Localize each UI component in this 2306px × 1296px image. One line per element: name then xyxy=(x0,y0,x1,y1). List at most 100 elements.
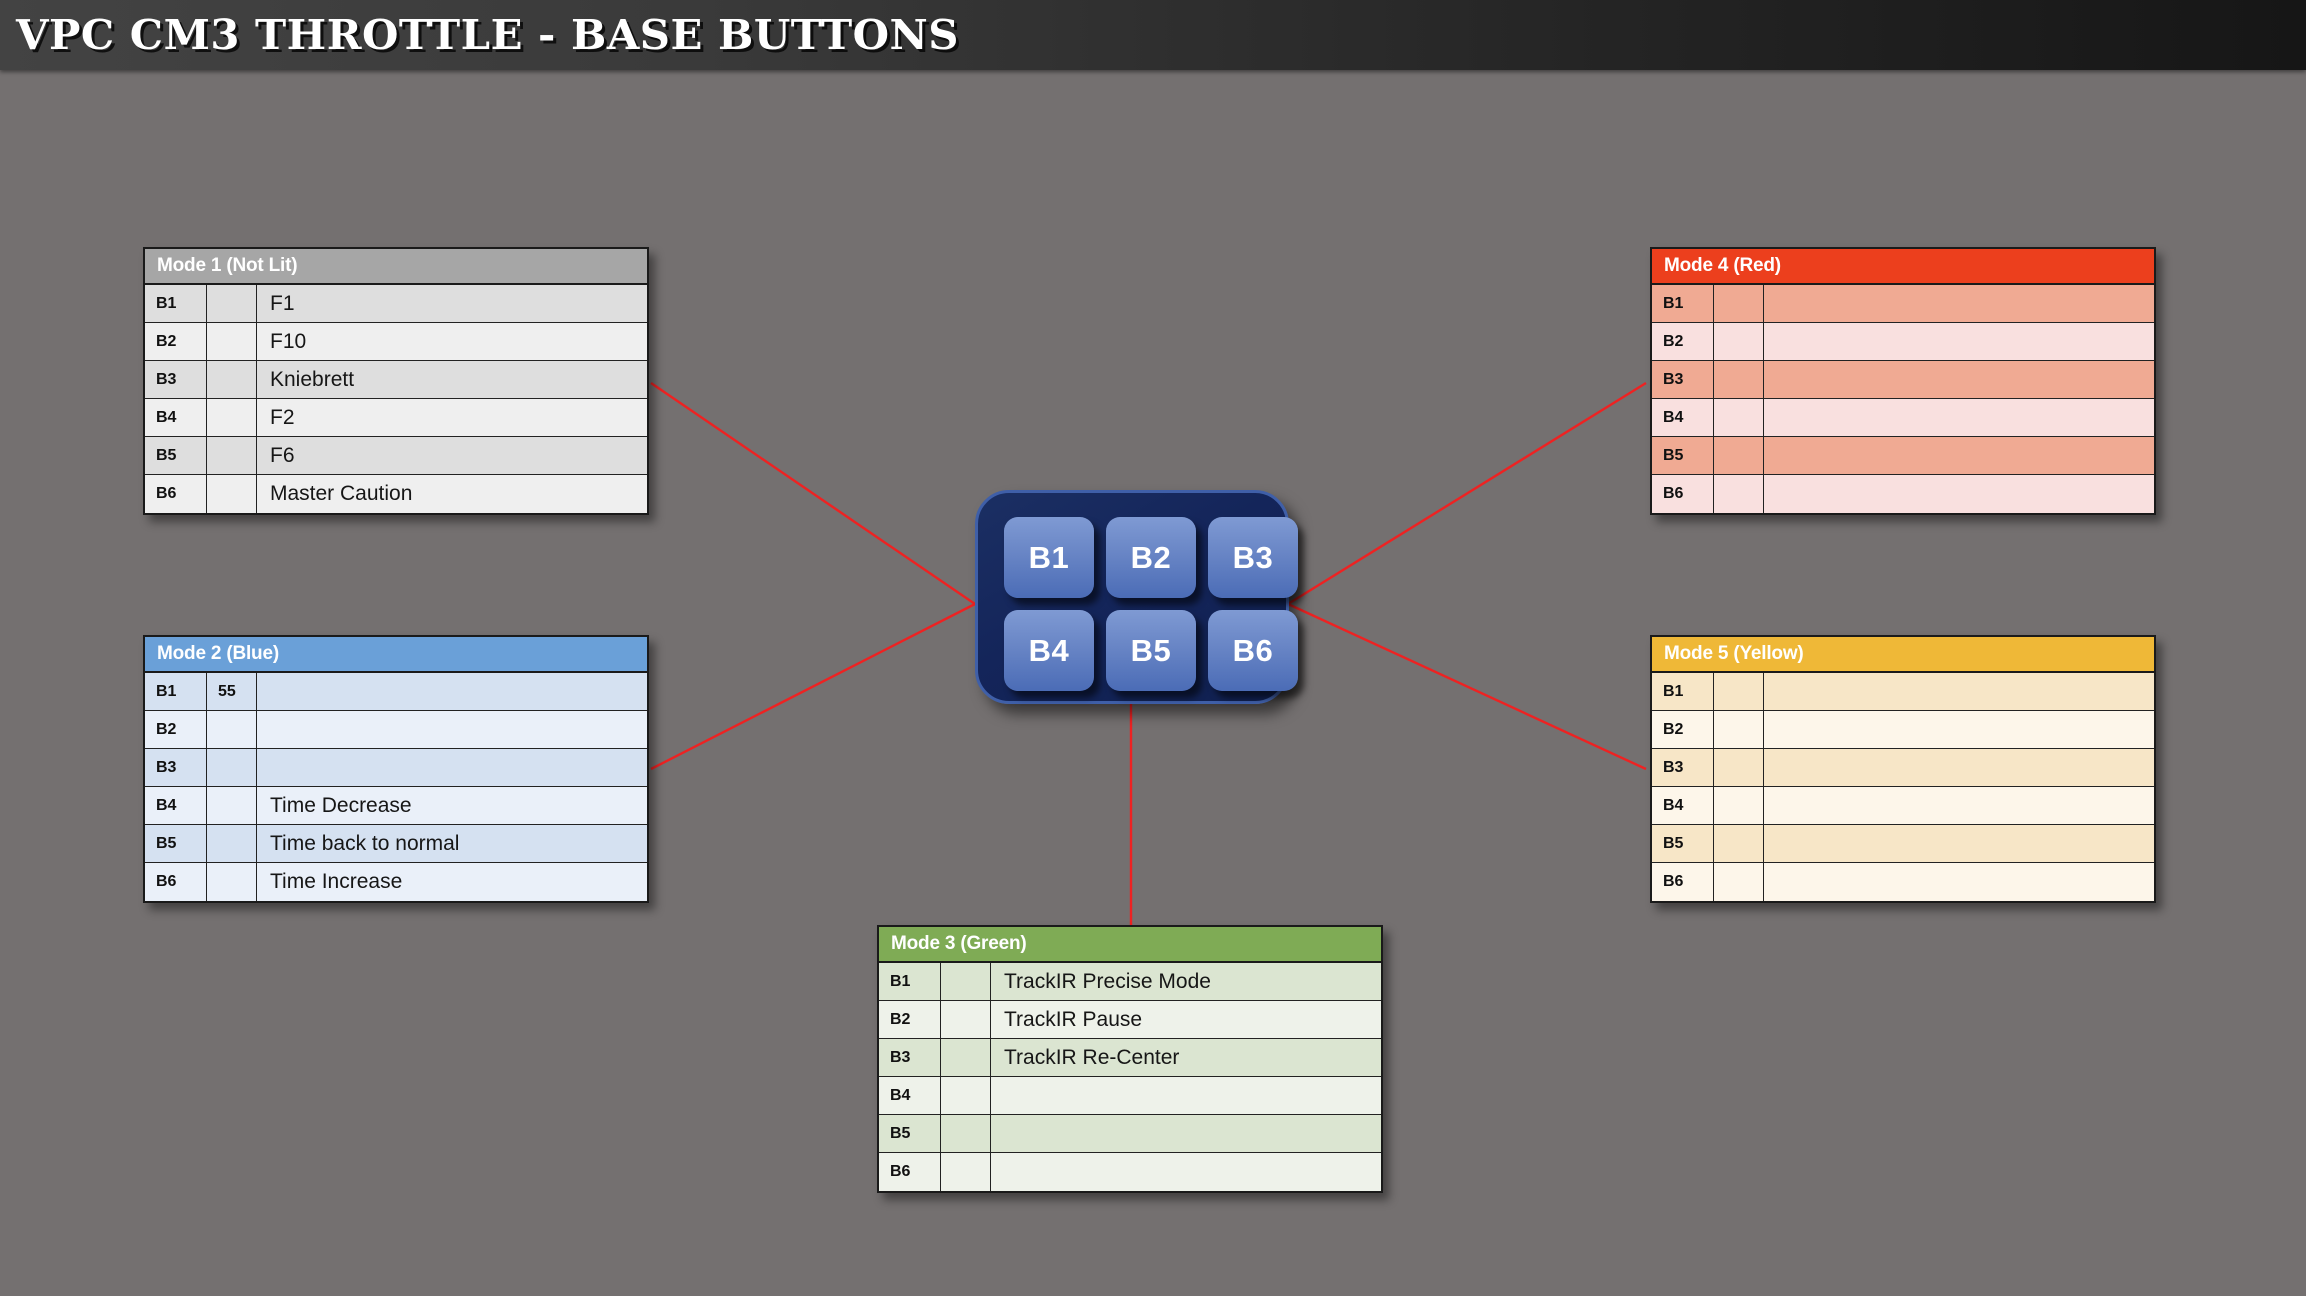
table-row: B4 xyxy=(1652,787,2154,825)
row-action-cell xyxy=(1764,711,2154,748)
row-action-cell xyxy=(1764,673,2154,710)
row-button-label: B4 xyxy=(1652,399,1714,436)
row-modifier-cell xyxy=(207,285,257,322)
row-modifier-cell xyxy=(207,361,257,398)
row-action-cell xyxy=(1764,863,2154,901)
row-modifier-cell xyxy=(207,475,257,513)
row-action-cell: Master Caution xyxy=(270,482,413,505)
row-button-label: B4 xyxy=(145,399,207,436)
row-modifier-cell xyxy=(207,825,257,862)
row-button-label: B5 xyxy=(145,825,207,862)
table-row: B6 xyxy=(879,1153,1381,1191)
table-row: B2 xyxy=(1652,323,2154,361)
row-action-cell: F1 xyxy=(270,291,295,315)
table-row: B5 xyxy=(1652,437,2154,475)
page-title: VPC CM3 THROTTLE - BASE BUTTONS xyxy=(16,11,959,59)
table-row: B1 xyxy=(1652,285,2154,323)
row-action-cell xyxy=(991,1153,1381,1191)
table-row: B3 Kniebrett xyxy=(145,361,647,399)
row-button-label: B2 xyxy=(1652,711,1714,748)
row-action-cell xyxy=(257,711,647,748)
table-row: B2 xyxy=(1652,711,2154,749)
row-button-label: B6 xyxy=(1652,863,1714,901)
throttle-button-b1[interactable]: B1 xyxy=(1004,517,1094,598)
table-row: B2 TrackIR Pause xyxy=(879,1001,1381,1039)
row-button-label: B3 xyxy=(1652,361,1714,398)
table-row: B3 xyxy=(1652,361,2154,399)
row-button-label: B1 xyxy=(145,285,207,322)
row-button-label: B3 xyxy=(145,361,207,398)
row-button-label: B1 xyxy=(145,673,207,710)
row-modifier-cell xyxy=(941,963,991,1000)
row-action-cell: F6 xyxy=(270,443,295,467)
row-modifier-cell xyxy=(1714,285,1764,322)
row-action-cell: F10 xyxy=(270,329,307,353)
row-action-cell: TrackIR Pause xyxy=(1004,1007,1143,1031)
row-modifier-cell xyxy=(207,323,257,360)
mode-table-header: Mode 1 (Not Lit) xyxy=(145,249,647,285)
row-modifier-cell xyxy=(941,1077,991,1114)
row-action-cell: TrackIR Re-Center xyxy=(1004,1045,1180,1069)
row-action-cell xyxy=(1764,825,2154,862)
throttle-button-b4[interactable]: B4 xyxy=(1004,610,1094,691)
row-button-label: B6 xyxy=(145,863,207,901)
throttle-button-b5[interactable]: B5 xyxy=(1106,610,1196,691)
row-modifier-cell xyxy=(1714,711,1764,748)
table-row: B6 xyxy=(1652,863,2154,901)
connector-mode-2 xyxy=(650,602,976,771)
table-row: B4 xyxy=(1652,399,2154,437)
row-action-cell: Kniebrett xyxy=(270,367,355,391)
mode-table-header: Mode 3 (Green) xyxy=(879,927,1381,963)
row-modifier-cell xyxy=(941,1001,991,1038)
mode-table-header: Mode 5 (Yellow) xyxy=(1652,637,2154,673)
row-action-cell xyxy=(991,1115,1381,1152)
table-row: B5 F6 xyxy=(145,437,647,475)
row-button-label: B1 xyxy=(1652,673,1714,710)
table-row: B6 xyxy=(1652,475,2154,513)
row-action-cell xyxy=(1764,437,2154,474)
row-modifier-cell xyxy=(941,1153,991,1191)
row-button-label: B2 xyxy=(879,1001,941,1038)
table-row: B1 xyxy=(1652,673,2154,711)
row-action-cell xyxy=(1764,787,2154,824)
row-modifier-cell xyxy=(1714,673,1764,710)
row-action-cell: Time Decrease xyxy=(270,793,412,817)
row-button-label: B6 xyxy=(879,1153,941,1191)
row-action-cell: F2 xyxy=(270,405,295,429)
row-button-label: B5 xyxy=(145,437,207,474)
row-button-label: B4 xyxy=(879,1077,941,1114)
throttle-button-b2[interactable]: B2 xyxy=(1106,517,1196,598)
row-button-label: B3 xyxy=(879,1039,941,1076)
row-button-label: B6 xyxy=(145,475,207,513)
row-action-cell xyxy=(257,749,647,786)
throttle-button-b6[interactable]: B6 xyxy=(1208,610,1298,691)
table-row: B1 F1 xyxy=(145,285,647,323)
row-action-cell xyxy=(257,673,647,710)
table-row: B4 F2 xyxy=(145,399,647,437)
throttle-button-b3[interactable]: B3 xyxy=(1208,517,1298,598)
row-modifier-cell xyxy=(1714,437,1764,474)
row-modifier-cell xyxy=(207,711,257,748)
row-modifier-cell xyxy=(207,437,257,474)
row-action-cell xyxy=(1764,285,2154,322)
table-row: B4 xyxy=(879,1077,1381,1115)
table-row: B6 Master Caution xyxy=(145,475,647,513)
row-modifier-cell xyxy=(1714,399,1764,436)
connector-mode-1 xyxy=(650,382,976,605)
row-action-cell xyxy=(1764,749,2154,786)
row-button-label: B6 xyxy=(1652,475,1714,513)
row-modifier-cell xyxy=(1714,787,1764,824)
row-button-label: B3 xyxy=(1652,749,1714,786)
table-row: B3 TrackIR Re-Center xyxy=(879,1039,1381,1077)
